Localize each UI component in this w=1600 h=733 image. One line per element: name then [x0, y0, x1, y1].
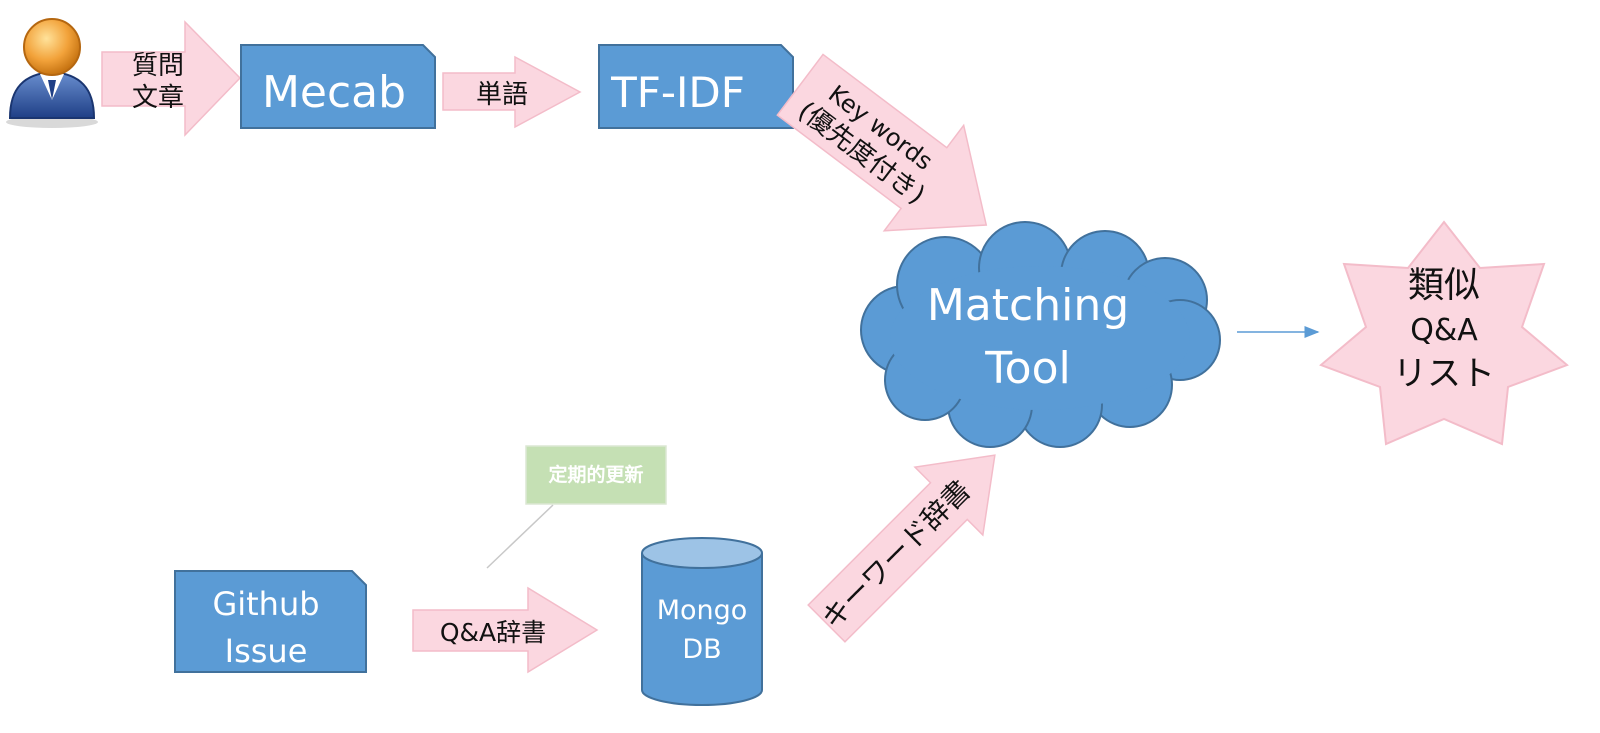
keyword-dictionary-arrow: キーワード辞書 — [807, 454, 996, 643]
question-label-line2: 文章 — [132, 83, 184, 113]
result-label-line2: Q&A — [1410, 313, 1478, 348]
periodic-update-note: 定期的更新 — [486, 445, 667, 569]
mongo-label-line1: Mongo — [657, 595, 748, 626]
matching-label-line2: Tool — [984, 343, 1070, 394]
keyword-dictionary-label: キーワード辞書 — [815, 474, 977, 636]
qa-dictionary-arrow: Q&A辞書 — [412, 586, 599, 674]
words-arrow: 単語 — [442, 55, 582, 129]
keywords-arrow: Key words (優先度付き) — [776, 53, 988, 232]
github-issue-box: Github Issue — [174, 570, 367, 673]
github-label-line1: Github — [212, 585, 319, 623]
question-arrow: 質問 文章 — [101, 20, 242, 137]
github-label-line2: Issue — [225, 632, 308, 670]
matching-tool-cloud: Matching Tool — [860, 221, 1221, 448]
note-leader-line — [486, 504, 554, 569]
mecab-box: Mecab — [240, 44, 436, 129]
result-star-burst: 類似 Q&A リスト — [1319, 220, 1569, 446]
user-icon — [6, 18, 98, 128]
result-label-line3: リスト — [1393, 354, 1495, 394]
matching-label-line1: Matching — [927, 280, 1129, 331]
periodic-update-label: 定期的更新 — [548, 463, 643, 486]
mongo-label-line2: DB — [682, 634, 721, 665]
question-label-line1: 質問 — [132, 51, 184, 81]
words-label: 単語 — [476, 80, 528, 110]
result-label-line1: 類似 — [1408, 265, 1480, 306]
qa-dictionary-label: Q&A辞書 — [440, 618, 546, 647]
tfidf-label: TF-IDF — [610, 68, 745, 117]
tfidf-box: TF-IDF — [598, 44, 794, 129]
mecab-label: Mecab — [262, 67, 406, 118]
database-icon: Mongo DB — [641, 537, 763, 706]
